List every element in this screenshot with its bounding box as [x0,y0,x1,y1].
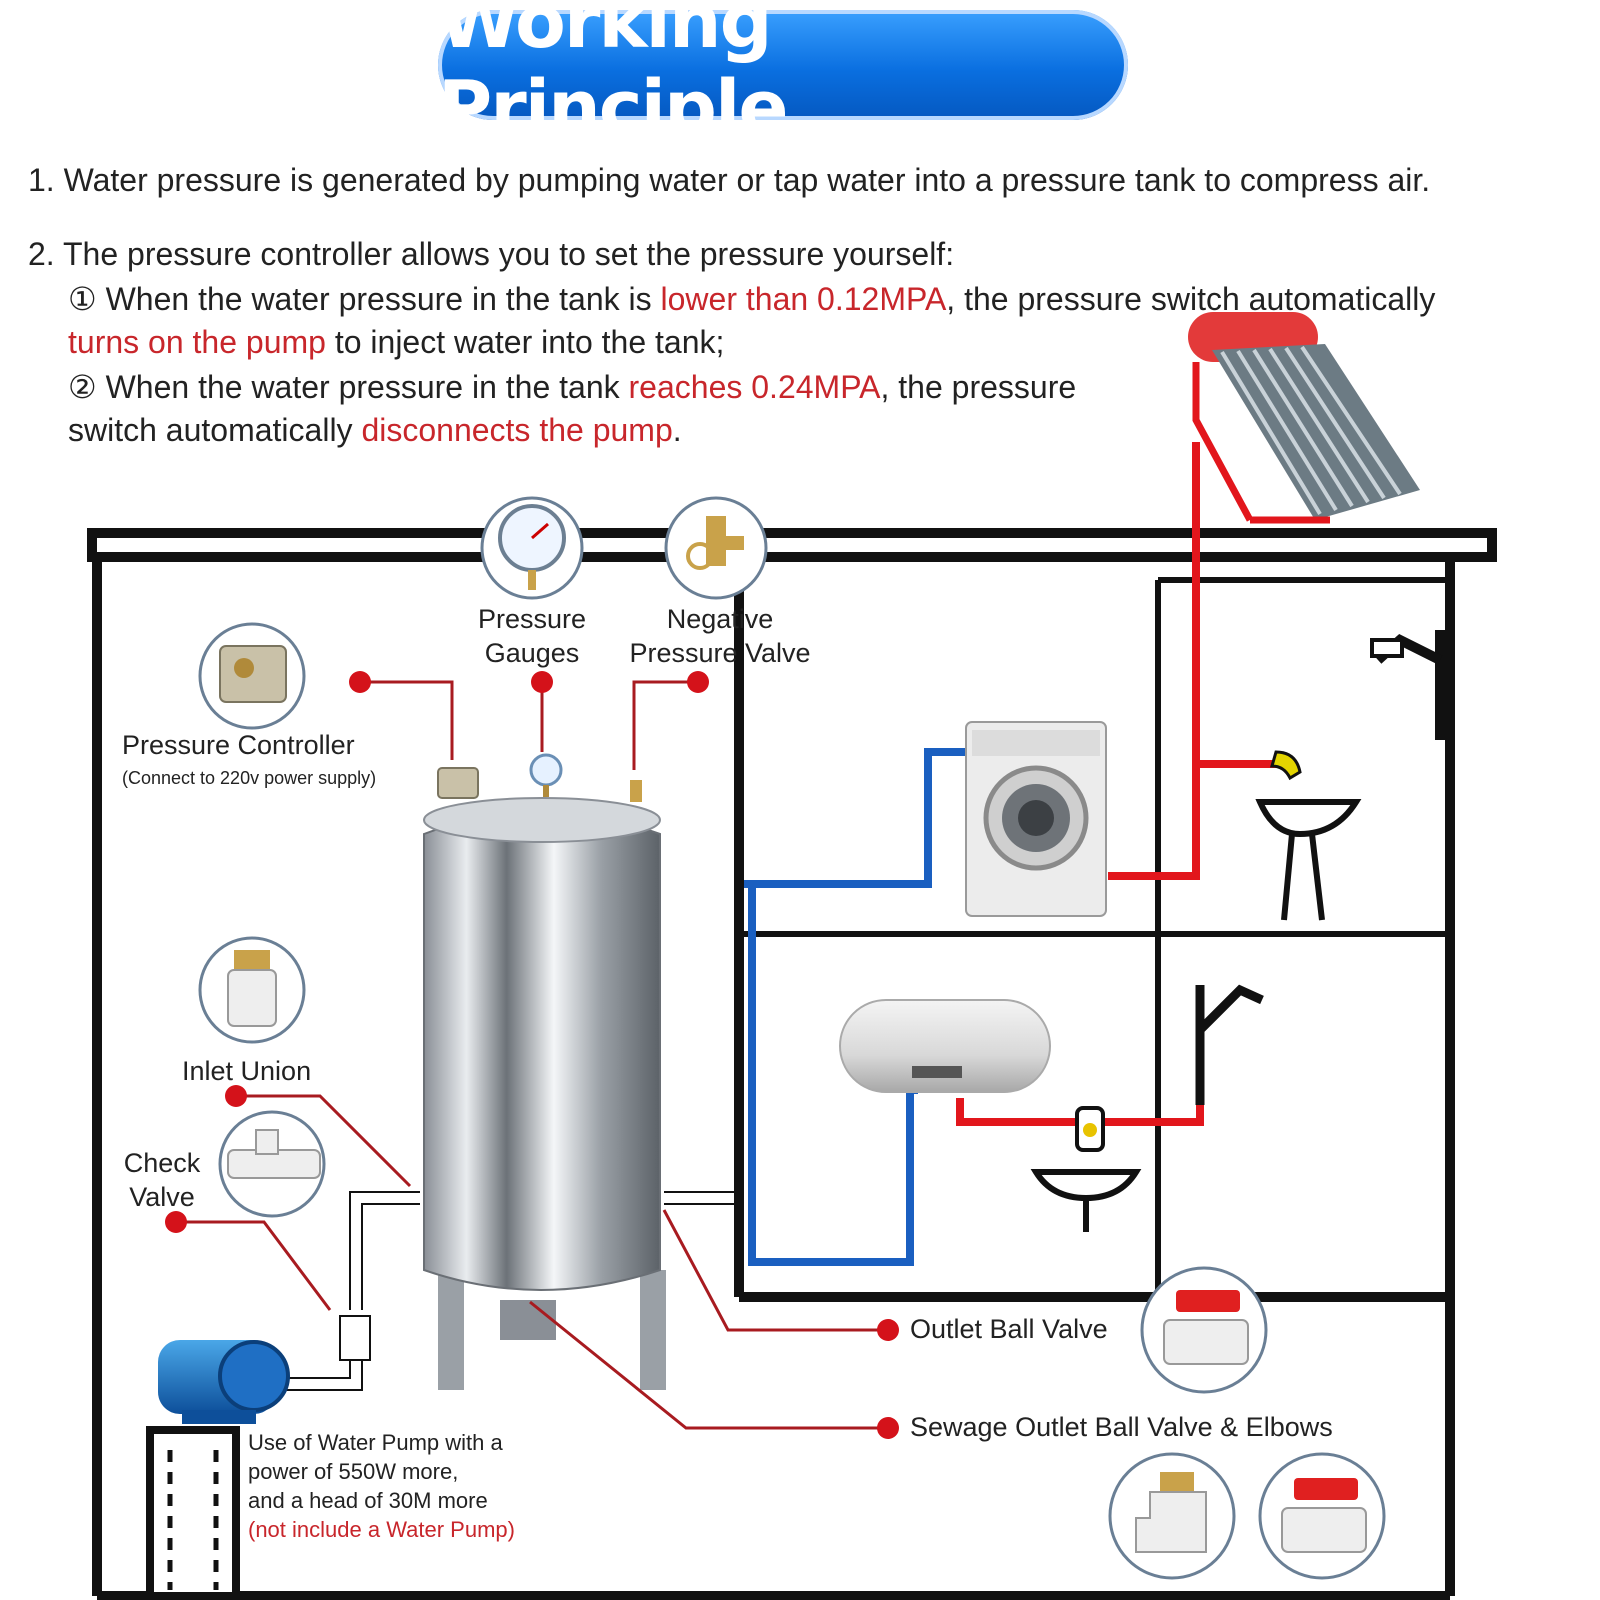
point2-highlight-reach: reaches 0.24MPA [628,369,881,405]
ball-valve-icon [1140,1266,1268,1394]
inlet-union-icon [198,936,306,1044]
outlet-ball-valve-label: Outlet Ball Valve [910,1314,1108,1344]
principle-point-2: ② When the water pressure in the tank re… [68,368,1076,406]
callout-lines [176,680,888,1430]
faucet-upper-icon [1270,750,1302,781]
point2-text-a: ② When the water pressure in the tank [68,369,629,405]
title-banner: Working Principle [438,0,1128,151]
pressure-gauges-label-l1: Pressure [477,604,587,634]
basin-lower-icon [1030,1169,1142,1232]
electric-water-heater-icon [839,999,1051,1093]
principle-line-2: 2. The pressure controller allows you to… [28,236,955,272]
elbow-icon [1108,1452,1236,1580]
tank-gauge-icon [529,753,563,797]
inline-check-valve [339,1315,371,1361]
shower-lower-icon [1195,984,1264,1105]
check-valve-label-l1: Check [123,1148,201,1178]
point2-text-c: switch automatically [68,412,362,448]
pressure-switch-icon [198,622,306,730]
house-structure [87,528,1497,1600]
point2-text-b: , the pressure [880,369,1077,405]
tank-switch-icon [437,767,479,799]
check-valve-label: Check Valve [120,1146,204,1214]
faucet-lower-icon [1075,1106,1105,1152]
pressure-gauges-label-l2: Gauges [484,638,580,668]
point1-text-b: , the pressure switch automatically [946,281,1436,317]
point2-highlight-disconnect: disconnects the pump [361,412,673,448]
negative-valve-label-l1: Negative [666,604,774,634]
pressure-gauges-label: Pressure Gauges [462,602,602,670]
pump-note-line-3: and a head of 30M more [248,1488,488,1513]
pressure-gauge-icon [480,496,584,600]
principle-point-1: ① When the water pressure in the tank is… [68,280,1435,318]
callout-dots [165,671,899,1439]
pump-note: Use of Water Pump with a power of 550W m… [248,1428,515,1544]
principle-point-1-cont: turns on the pump to inject water into t… [68,324,724,361]
pump-note-disclaimer: (not include a Water Pump) [248,1517,515,1542]
point1-text-c: to inject water into the tank; [325,324,725,360]
basin-upper-icon [1255,799,1362,921]
pump-note-line-2: power of 550W more, [248,1459,459,1484]
sewage-outlet-label: Sewage Outlet Ball Valve & Elbows [910,1412,1333,1442]
point1-highlight-on: turns on the pump [68,324,326,360]
stainless-tank-icon [423,797,666,1390]
tank-pipes [280,1191,739,1391]
pump-note-line-1: Use of Water Pump with a [248,1430,503,1455]
pressure-controller-sublabel: (Connect to 220v power supply) [122,768,377,788]
tank-valve-icon [630,780,642,802]
check-valve-label-l2: Valve [129,1182,195,1212]
brass-valve-icon [664,496,768,600]
water-pump-icon [158,1340,290,1424]
shower-icon [1370,630,1445,740]
point2-text-d: . [672,412,682,448]
solar-heater-icon [1188,312,1420,524]
point1-text-a: ① When the water pressure in the tank is [68,281,661,317]
ball-valve-2-icon [1258,1452,1386,1580]
principle-line-1: 1. Water pressure is generated by pumpin… [28,162,1431,198]
washing-machine-icon [965,721,1107,917]
check-valve-icon [218,1110,326,1218]
point1-highlight-low: lower than 0.12MPA [660,281,947,317]
negative-valve-label: Negative Pressure Valve [616,602,824,670]
inlet-union-label: Inlet Union [182,1056,312,1086]
negative-valve-label-l2: Pressure Valve [629,638,811,668]
water-well [146,1426,240,1600]
principle-point-2-cont: switch automatically disconnects the pum… [68,412,682,449]
pressure-controller-label: Pressure Controller [122,730,355,760]
